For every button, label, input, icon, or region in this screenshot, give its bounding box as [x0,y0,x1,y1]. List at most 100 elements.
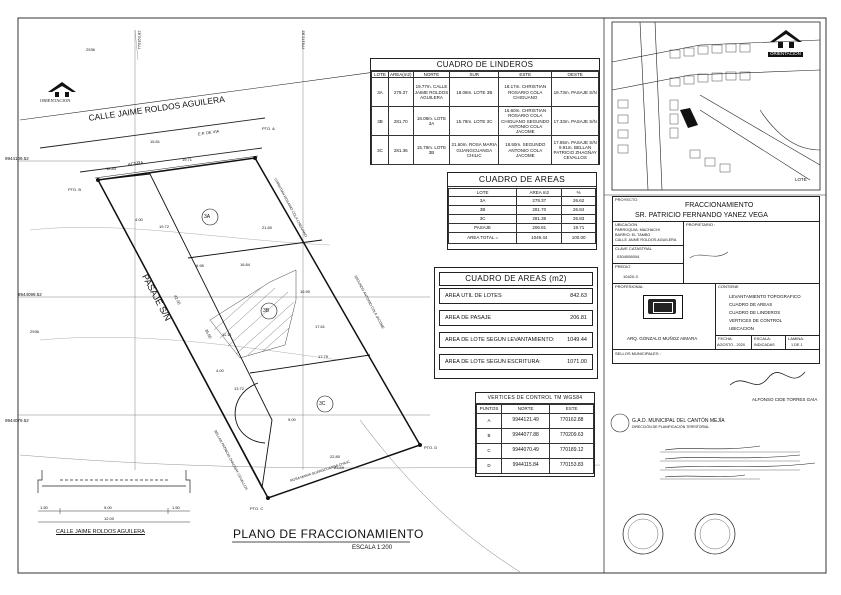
ubicacion-label: UBICACION [615,222,638,227]
street-edge [19,69,391,121]
sidewalk-edge [79,147,263,173]
point-d-marker [418,443,422,447]
linderos-table: CUADRO DE LINDEROS LOTE AREA(m2) NORTE S… [370,58,600,166]
owner-signature [689,251,729,259]
point-label: PTO. A [262,126,275,131]
coord-label: 9944109.52 [5,156,29,161]
section-dim: 1.50 [40,505,48,510]
coord-label: 2936 [86,47,95,52]
point-label: PTO. C [250,506,264,511]
table-row: 3C 281.36 15.78m. LOTE 3B 21.60m. ROSA M… [371,135,599,166]
dimension-label: 11.11 [222,332,232,337]
area-row: AREA DE LOTE SEGUN ESCRITURA:1071.00 [439,354,593,370]
section-dim: 1.50 [172,505,180,510]
proyecto-label: PROYECTO [615,197,638,202]
plan-scale: ESCALA 1:200 [352,545,393,551]
coord-label: 770172.82 [300,30,306,50]
approval-signature [729,371,806,386]
contents-item: UBICACION [729,326,755,331]
contents-item: VERTICES DE CONTROL [729,318,783,323]
area-row: AREA DE LOTE SEGUN LEVANTAMIENTO:1049.44 [439,332,593,348]
dimension-label: 21.60 [262,225,273,230]
dimension-label: 9.00 [288,417,296,422]
linderos-title: CUADRO DE LINDEROS [371,59,599,71]
building-hatch [209,269,297,359]
street-edge [39,117,266,149]
linderos-header: AREA(m2) [388,70,414,79]
dimension-label: 16.90 [300,289,311,294]
plan-title: PLANO DE FRACCIONAMIENTO [233,527,424,541]
municipal-seal-1 [622,513,664,555]
cul-de-sac [234,382,266,444]
approval-name: ALFONSO CIDE TORRES GAIA [752,397,818,402]
fecha-label: FECHA: [718,336,733,341]
ubicacion-line: BARRIO: EL TAMBO [615,233,651,237]
lot-divider [187,239,323,259]
point-b-marker [96,178,100,182]
ubicacion-line: PARROQUIA: MACHACHI [615,228,660,232]
sellos-label: SELLOS MUNICIPALES : [615,351,661,356]
ubicacion-line: CALLE JAIME ROLDOS AGUILERA [615,238,677,242]
house-logo-left [48,82,76,97]
lot-label-3a: 3A [204,214,211,220]
lamina-value: 1 DE 1 [791,343,803,347]
point-label: PTO. B [68,187,82,192]
dimension-label: 4.00 [135,217,143,222]
predio-value: 10420-3 [623,274,638,279]
lot-circle-3c [316,395,334,413]
vertices-table: VERTICES DE CONTROL TM WGS84 PUNTOS NORT… [475,392,595,477]
sheet-frame [17,17,827,574]
contents-item: CUADRO DE LINDEROS [729,310,781,315]
areas-m2-title: CUADRO DE AREAS (m2) [439,272,593,286]
coord-label: 9944099.52 [18,292,42,297]
gm-logo [643,295,683,319]
handwritten-notes [664,445,816,478]
title-block: PROYECTO FRACCIONAMIENTO SR. PATRICIO FE… [612,196,820,364]
point-a-marker [253,156,257,160]
point-label: PTO. D [424,445,438,450]
dimension-label: 15.81 [150,139,161,144]
clave-label: CLAVE CATASTRAL [615,246,652,251]
stamp-line: G.A.D. MUNICIPAL DEL CANTÓN MEJÍA [632,418,725,424]
dimension-label: 6.98 [196,263,204,268]
hatch-lines [213,286,295,356]
contiene-label: CONTIENE [718,284,739,289]
lot-label-3c: 3C [319,401,326,407]
linderos-header: ESTE [498,70,553,79]
predio-label: PREDIO [615,264,631,269]
stamp-lines [660,451,800,480]
dimension-label: 19.72 [159,224,170,229]
parcel-outline [96,157,422,499]
map-orientation-label: ORIENTACION [768,51,803,57]
engineer-name: ARQ. GONZALO MUÑOZ AIMARA [627,336,698,341]
map-lote-label: LOTE [795,177,807,182]
profesional-label: PROFESIONAL [615,284,644,289]
fecha-value: AGOSTO - 2020 [717,343,745,347]
escala-label: ESCALA: [754,336,771,341]
project-title: FRACCIONAMIENTO [685,202,754,209]
point-c-marker [266,496,270,500]
propietario-label: PROPIETARIO : [686,222,716,227]
clave-value: 0304006004 [617,254,640,259]
coord-label: 2936 [30,329,39,334]
section-dim: 12.00 [104,516,115,521]
dimension-label: 23.69 [334,465,345,470]
location-map [611,21,821,191]
house-logo-right [770,30,802,48]
table-row: 3A 279.37 19.77m. CALLE JAIME ROLDOS AGU… [371,77,599,108]
dimension-label: 17.79 [318,354,329,359]
contents-item: LEVANTAMIENTO TOPOGRAFICO [729,294,801,299]
lot-divider [249,354,371,374]
linderos-header: OESTE [551,70,599,79]
road-section [37,470,191,493]
